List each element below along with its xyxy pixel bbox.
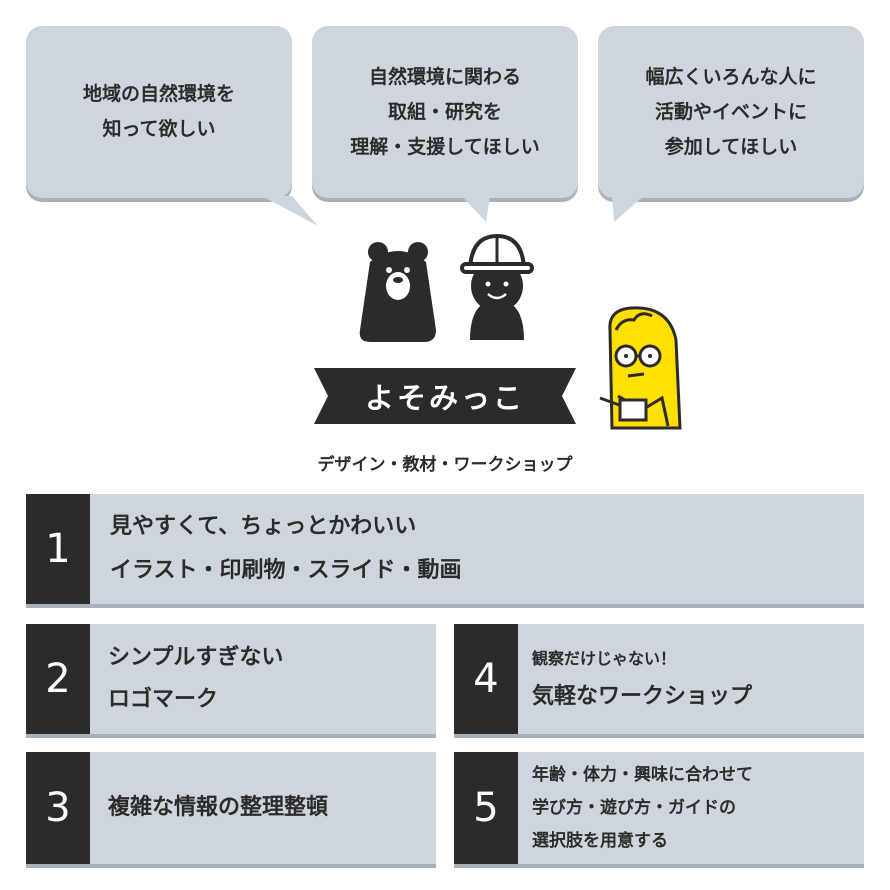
bubble-text-line: 幅広くいろんな人に: [645, 65, 817, 88]
feature-card-4: 4 観察だけじゃない！ 気軽なワークショップ: [454, 624, 864, 734]
bear-icon: [359, 242, 436, 342]
card-text: 年齢・体力・興味に合わせて 学び方・遊び方・ガイドの 選択肢を用意する: [532, 752, 854, 864]
card-line: 学び方・遊び方・ガイドの: [532, 797, 736, 818]
card-line: シンプルすぎない: [108, 645, 284, 670]
explorer-helmet-icon: [460, 233, 534, 340]
bubble-tail-1: [262, 196, 318, 226]
card-number: 3: [26, 752, 90, 864]
bubble-tail-2: [462, 196, 490, 222]
card-line: 観察だけじゃない！: [532, 649, 677, 668]
bubble-text-line: 活動やイベントに: [654, 100, 807, 123]
feature-card-5: 5 年齢・体力・興味に合わせて 学び方・遊び方・ガイドの 選択肢を用意する: [454, 752, 864, 864]
card-text: 見やすくて、ちょっとかわいい イラスト・印刷物・スライド・動画: [110, 494, 854, 604]
speech-bubble-1: 地域の自然環境を 知って欲しい: [26, 26, 292, 198]
bubble-text-line: 参加してほしい: [664, 135, 798, 158]
brand-tagline: デザイン・教材・ワークショップ: [317, 455, 573, 475]
speech-bubble-2: 自然環境に関わる 取組・研究を 理解・支援してほしい: [312, 26, 578, 198]
card-number: 4: [454, 624, 518, 734]
bubble-tail-3: [612, 196, 644, 222]
card-line: 気軽なワークショップ: [532, 684, 753, 709]
card-line: イラスト・印刷物・スライド・動画: [110, 558, 462, 583]
bubble-text-line: 知って欲しい: [102, 118, 216, 140]
card-text: 複雑な情報の整理整頓: [108, 752, 426, 864]
card-line: 複雑な情報の整理整頓: [108, 795, 329, 820]
card-line: 年齢・体力・興味に合わせて: [532, 764, 753, 785]
card-line: 選択肢を用意する: [532, 830, 668, 851]
speech-bubble-3: 幅広くいろんな人に 活動やイベントに 参加してほしい: [598, 26, 864, 198]
card-number: 5: [454, 752, 518, 864]
card-line: ロゴマーク: [108, 687, 219, 712]
bubble-text-line: 取組・研究を: [387, 100, 502, 123]
feature-card-2: 2 シンプルすぎない ロゴマーク: [26, 624, 436, 734]
feature-card-1: 1 見やすくて、ちょっとかわいい イラスト・印刷物・スライド・動画: [26, 494, 864, 604]
bubble-text-line: 理解・支援してほしい: [350, 135, 540, 158]
feature-card-3: 3 複雑な情報の整理整頓: [26, 752, 436, 864]
researcher-with-glasses-icon: [599, 306, 682, 430]
card-text: シンプルすぎない ロゴマーク: [108, 624, 426, 734]
card-number: 2: [26, 624, 90, 734]
card-text: 観察だけじゃない！ 気軽なワークショップ: [532, 624, 854, 734]
bubble-text-line: 自然環境に関わる: [368, 65, 521, 88]
card-number: 1: [26, 494, 90, 604]
brand-name: よそみっこ: [364, 381, 525, 415]
bubble-text-line: 地域の自然環境を: [82, 83, 235, 105]
card-line: 見やすくて、ちょっとかわいい: [110, 514, 417, 539]
